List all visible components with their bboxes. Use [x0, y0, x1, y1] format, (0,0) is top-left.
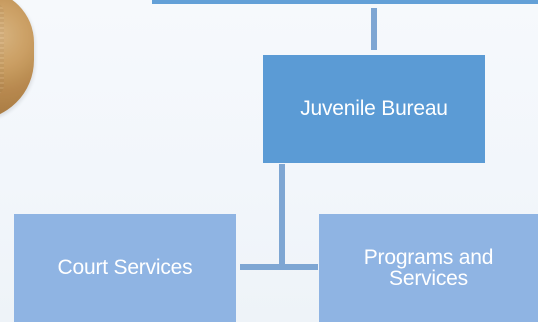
node-label: Court Services — [57, 256, 193, 280]
decorative-texture — [0, 0, 34, 120]
connector-bureau-to-children — [279, 164, 285, 270]
connector-children-horizontal — [240, 264, 318, 270]
node-label: Juvenile Bureau — [300, 97, 448, 121]
node-juvenile-bureau[interactable]: Juvenile Bureau — [263, 55, 485, 163]
connector-top-to-bureau — [371, 8, 377, 50]
node-programs-and-services[interactable]: Programs and Services — [319, 214, 538, 322]
node-label: Programs and Services — [363, 245, 494, 290]
node-court-services[interactable]: Court Services — [14, 214, 236, 322]
top-node-edge — [152, 0, 538, 4]
